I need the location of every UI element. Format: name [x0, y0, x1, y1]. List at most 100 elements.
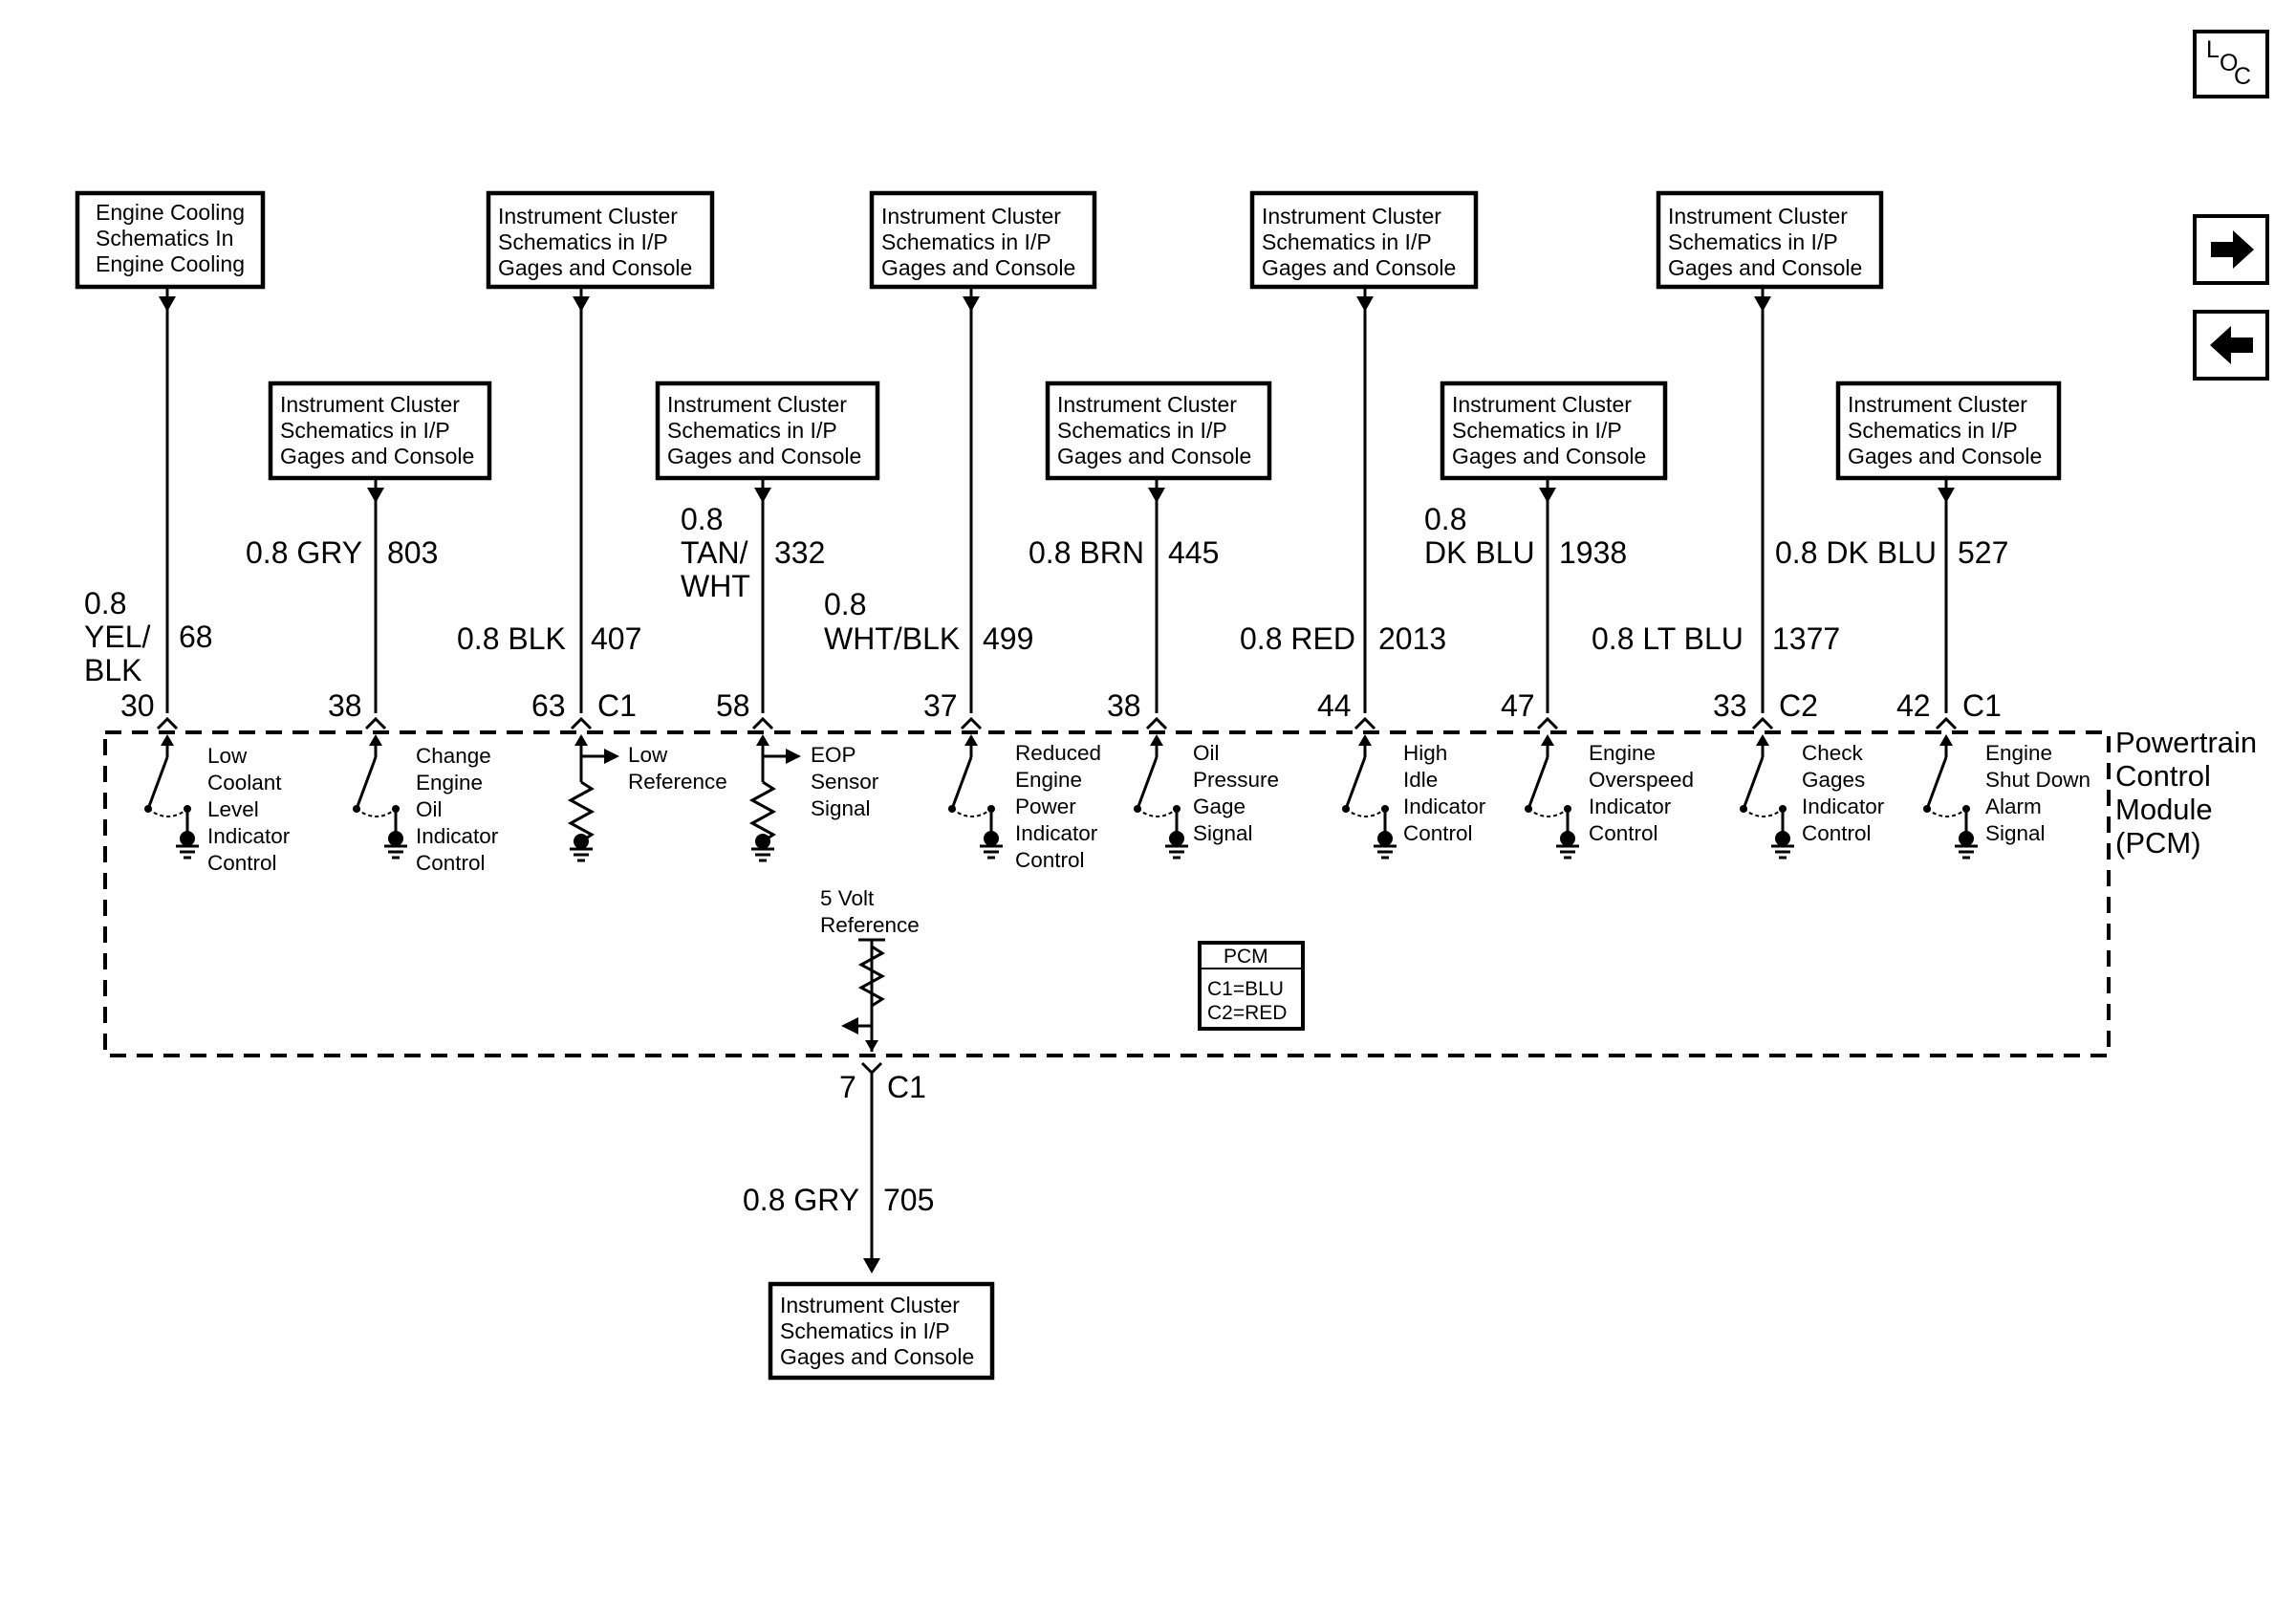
- switch-description: Engine Shut Down Alarm Signal: [1985, 741, 2090, 845]
- svg-text:Power: Power: [1015, 795, 1076, 818]
- svg-text:Gages and Console: Gages and Console: [280, 444, 474, 468]
- svg-text:Schematics in I/P: Schematics in I/P: [498, 229, 668, 254]
- svg-text:Schematics in I/P: Schematics in I/P: [1057, 418, 1227, 443]
- svg-text:Gages and Console: Gages and Console: [1668, 255, 1862, 280]
- svg-text:Gages and Console: Gages and Console: [1262, 255, 1456, 280]
- svg-text:Alarm: Alarm: [1985, 795, 2042, 818]
- loc-letter-c: C: [2234, 63, 2251, 90]
- arrowhead-icon: [1148, 488, 1165, 503]
- svg-text:Schematics in I/P: Schematics in I/P: [1668, 229, 1838, 254]
- svg-text:Indicator: Indicator: [1802, 795, 1885, 818]
- arrow-up-icon: [756, 734, 769, 746]
- circuit-332: Instrument Cluster Schematics in I/P Gag…: [655, 381, 880, 862]
- arrow-up-icon: [1541, 734, 1554, 746]
- svg-text:Engine Cooling: Engine Cooling: [96, 251, 245, 276]
- instrument-cluster-schematics-box[interactable]: Instrument Cluster Schematics in I/P Gag…: [1249, 190, 1479, 290]
- switch-description: Low Coolant Level Indicator Control: [207, 744, 291, 875]
- arrow-left-icon: [841, 1017, 858, 1034]
- arrow-up-icon: [1150, 734, 1163, 746]
- connector-legend: PCM C1=BLU C2=RED: [1198, 941, 1305, 1031]
- arrow-right-icon: [786, 749, 801, 764]
- arrow-left-icon: [2210, 326, 2253, 364]
- connector-id: C1: [597, 688, 637, 723]
- pcm-module-label: Powertrain Control Module (PCM): [2115, 726, 2257, 860]
- svg-text:Schematics in I/P: Schematics in I/P: [1452, 418, 1622, 443]
- connector-id: C1: [1962, 688, 2002, 723]
- circuit-number: 1377: [1772, 621, 1840, 656]
- pin-number: 38: [1107, 688, 1141, 723]
- svg-text:Engine Cooling: Engine Cooling: [96, 200, 245, 225]
- svg-text:Change: Change: [416, 744, 491, 768]
- wire-color: WHT/BLK: [824, 621, 960, 656]
- pin-number: 38: [328, 688, 362, 723]
- svg-text:Control: Control: [1015, 848, 1085, 872]
- svg-text:C1=BLU: C1=BLU: [1207, 978, 1284, 1000]
- arrow-up-icon: [1756, 734, 1769, 746]
- svg-text:Pressure: Pressure: [1193, 768, 1279, 792]
- wire-color: TAN/: [681, 535, 748, 570]
- loc-letter-l: L: [2206, 36, 2220, 63]
- svg-text:5 Volt: 5 Volt: [820, 886, 875, 910]
- circuit-number: 1938: [1559, 535, 1627, 570]
- instrument-cluster-schematics-box[interactable]: Instrument Cluster Schematics in I/P Gag…: [268, 381, 492, 481]
- svg-text:Indicator: Indicator: [416, 824, 499, 848]
- svg-text:Schematics in I/P: Schematics in I/P: [881, 229, 1051, 254]
- circuit-number: 803: [387, 535, 438, 570]
- instrument-cluster-schematics-box[interactable]: Instrument Cluster Schematics in I/P Gag…: [1440, 381, 1668, 481]
- circuit-527: Instrument Cluster Schematics in I/P Gag…: [1775, 381, 2090, 860]
- arrowhead-icon: [1938, 488, 1955, 503]
- back-button[interactable]: [2193, 310, 2269, 381]
- instrument-cluster-schematics-box[interactable]: Instrument Cluster Schematics in I/P Gag…: [655, 381, 880, 481]
- pin-number: 30: [120, 688, 155, 723]
- forward-button[interactable]: [2193, 214, 2269, 285]
- pin-number: 44: [1317, 688, 1352, 723]
- instrument-cluster-schematics-box[interactable]: Instrument Cluster Schematics in I/P Gag…: [1045, 381, 1272, 481]
- instrument-cluster-schematics-box[interactable]: Instrument Cluster Schematics in I/P Gag…: [1835, 381, 2062, 481]
- svg-text:Engine: Engine: [416, 771, 483, 795]
- svg-text:High: High: [1403, 741, 1447, 765]
- wire-color: 0.8: [84, 586, 126, 620]
- svg-text:Schematics in I/P: Schematics in I/P: [280, 418, 450, 443]
- arrow-up-icon: [1939, 734, 1953, 746]
- instrument-cluster-schematics-box[interactable]: Instrument Cluster Schematics in I/P Gag…: [768, 1281, 995, 1381]
- wire-color: 0.8: [824, 587, 866, 621]
- arrowhead-icon: [1539, 488, 1556, 503]
- arrow-right-icon: [2211, 230, 2254, 269]
- arrowhead-icon: [367, 488, 384, 503]
- svg-text:Level: Level: [207, 797, 259, 821]
- svg-text:Signal: Signal: [811, 796, 871, 820]
- svg-text:Shut Down: Shut Down: [1985, 768, 2090, 792]
- svg-text:Instrument Cluster: Instrument Cluster: [1262, 204, 1441, 229]
- svg-text:Instrument Cluster: Instrument Cluster: [667, 392, 847, 417]
- instrument-cluster-schematics-box[interactable]: Instrument Cluster Schematics in I/P Gag…: [1656, 190, 1884, 290]
- instrument-cluster-schematics-box[interactable]: Instrument Cluster Schematics in I/P Gag…: [869, 190, 1097, 290]
- svg-text:Schematics in I/P: Schematics in I/P: [667, 418, 837, 443]
- svg-text:(PCM): (PCM): [2115, 826, 2201, 860]
- svg-text:Control: Control: [416, 851, 486, 875]
- switch-description: High Idle Indicator Control: [1403, 741, 1486, 845]
- arrow-right-icon: [604, 749, 619, 764]
- arrowhead-icon: [1754, 296, 1771, 312]
- instrument-cluster-schematics-box[interactable]: Instrument Cluster Schematics in I/P Gag…: [486, 190, 715, 290]
- circuit-number: 68: [179, 620, 213, 654]
- circuit-number: 499: [983, 621, 1033, 656]
- loc-button[interactable]: L O C: [2193, 30, 2269, 98]
- wire-color: 0.8 GRY: [246, 535, 362, 570]
- switch-description: Change Engine Oil Indicator Control: [416, 744, 499, 875]
- arrowhead-icon: [754, 488, 771, 503]
- engine-cooling-schematics-box[interactable]: Engine Cooling Schematics In Engine Cool…: [75, 190, 266, 290]
- signal-description: EOP Sensor Signal: [811, 743, 879, 820]
- circuit-499: Instrument Cluster Schematics in I/P Gag…: [824, 190, 1101, 872]
- circuit-803: Instrument Cluster Schematics in I/P Gag…: [246, 381, 499, 875]
- svg-text:Indicator: Indicator: [1015, 821, 1098, 845]
- arrowhead-icon: [159, 296, 176, 312]
- svg-text:Idle: Idle: [1403, 768, 1438, 792]
- pcm-module-boundary: [103, 730, 2111, 1057]
- svg-text:Instrument Cluster: Instrument Cluster: [498, 204, 678, 229]
- signal-description: Low Reference: [628, 743, 727, 794]
- svg-text:Oil: Oil: [416, 797, 443, 821]
- svg-text:Schematics in I/P: Schematics in I/P: [1262, 229, 1432, 254]
- arrow-up-icon: [964, 734, 978, 746]
- svg-text:Gages and Console: Gages and Console: [1848, 444, 2042, 468]
- svg-text:Control: Control: [1403, 821, 1473, 845]
